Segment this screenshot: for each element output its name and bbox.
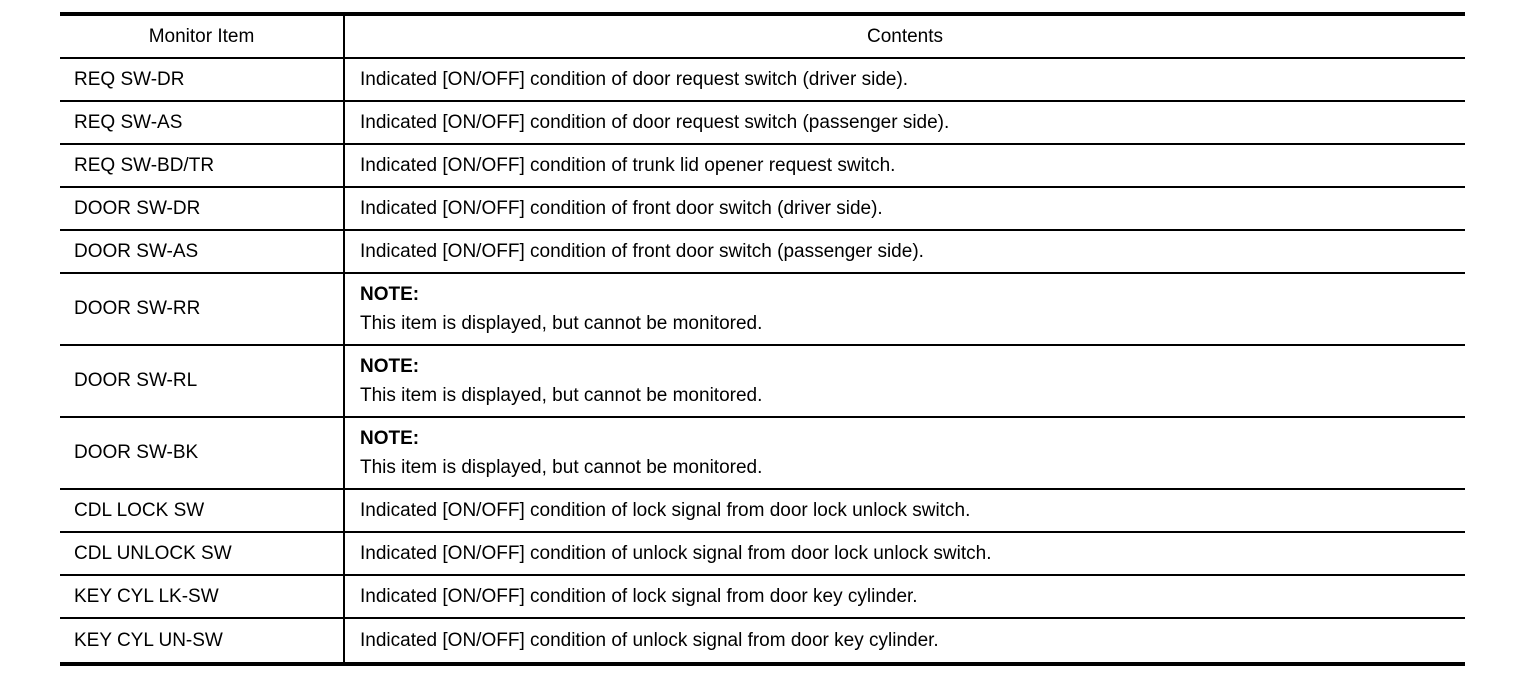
contents-cell: Indicated [ON/OFF] condition of front do… [345, 231, 1465, 272]
contents-text: Indicated [ON/OFF] condition of door req… [360, 68, 909, 90]
monitor-item-label: REQ SW-BD/TR [74, 154, 215, 176]
contents-text: Indicated [ON/OFF] condition of door req… [360, 111, 950, 133]
contents-text: Indicated [ON/OFF] condition of unlock s… [360, 542, 992, 564]
monitor-item-label: REQ SW-AS [74, 111, 183, 133]
contents-cell: Indicated [ON/OFF] condition of unlock s… [345, 619, 1465, 662]
table-row: DOOR SW-RR NOTE: This item is displayed,… [60, 274, 1465, 346]
contents-text: Indicated [ON/OFF] condition of front do… [360, 197, 883, 219]
note-text: This item is displayed, but cannot be mo… [360, 457, 763, 478]
monitor-item-label: DOOR SW-AS [74, 240, 199, 262]
contents-cell: NOTE: This item is displayed, but cannot… [345, 274, 1465, 344]
note-text: This item is displayed, but cannot be mo… [360, 385, 763, 406]
table-header-row: Monitor Item Contents [60, 16, 1465, 59]
table-row: DOOR SW-DR Indicated [ON/OFF] condition … [60, 188, 1465, 231]
monitor-item-cell: DOOR SW-AS [60, 231, 345, 272]
contents-cell: NOTE: This item is displayed, but cannot… [345, 418, 1465, 488]
contents-text: Indicated [ON/OFF] condition of front do… [360, 240, 924, 262]
contents-text: Indicated [ON/OFF] condition of trunk li… [360, 154, 896, 176]
note-label: NOTE: [360, 356, 420, 377]
table-row: DOOR SW-AS Indicated [ON/OFF] condition … [60, 231, 1465, 274]
monitor-item-cell: KEY CYL UN-SW [60, 619, 345, 662]
monitor-item-cell: DOOR SW-BK [60, 418, 345, 488]
table-row: REQ SW-AS Indicated [ON/OFF] condition o… [60, 102, 1465, 145]
contents-cell: Indicated [ON/OFF] condition of lock sig… [345, 576, 1465, 617]
contents-text: Indicated [ON/OFF] condition of lock sig… [360, 585, 918, 607]
note-text: This item is displayed, but cannot be mo… [360, 313, 763, 334]
monitor-item-cell: REQ SW-AS [60, 102, 345, 143]
table-row: DOOR SW-BK NOTE: This item is displayed,… [60, 418, 1465, 490]
note-label: NOTE: [360, 284, 420, 305]
monitor-item-label: KEY CYL UN-SW [74, 629, 223, 651]
table-row: KEY CYL UN-SW Indicated [ON/OFF] conditi… [60, 619, 1465, 662]
monitor-item-cell: DOOR SW-RL [60, 346, 345, 416]
monitor-item-label: KEY CYL LK-SW [74, 585, 219, 607]
note-label: NOTE: [360, 428, 420, 449]
contents-cell: NOTE: This item is displayed, but cannot… [345, 346, 1465, 416]
monitor-item-label: DOOR SW-RR [74, 298, 201, 319]
monitor-item-cell: REQ SW-DR [60, 59, 345, 100]
contents-cell: Indicated [ON/OFF] condition of trunk li… [345, 145, 1465, 186]
contents-cell: Indicated [ON/OFF] condition of door req… [345, 102, 1465, 143]
monitor-item-cell: DOOR SW-RR [60, 274, 345, 344]
header-cell-monitor-item: Monitor Item [60, 16, 345, 57]
monitor-item-label: CDL LOCK SW [74, 499, 205, 521]
contents-cell: Indicated [ON/OFF] condition of front do… [345, 188, 1465, 229]
table-row: CDL LOCK SW Indicated [ON/OFF] condition… [60, 490, 1465, 533]
monitor-item-label: CDL UNLOCK SW [74, 542, 232, 564]
table-row: REQ SW-BD/TR Indicated [ON/OFF] conditio… [60, 145, 1465, 188]
monitor-item-cell: DOOR SW-DR [60, 188, 345, 229]
monitor-item-cell: CDL UNLOCK SW [60, 533, 345, 574]
contents-cell: Indicated [ON/OFF] condition of door req… [345, 59, 1465, 100]
monitor-item-label: DOOR SW-RL [74, 370, 198, 391]
contents-text: Indicated [ON/OFF] condition of lock sig… [360, 499, 971, 521]
contents-text: Indicated [ON/OFF] condition of unlock s… [360, 629, 939, 651]
table-row: REQ SW-DR Indicated [ON/OFF] condition o… [60, 59, 1465, 102]
monitor-item-label: DOOR SW-DR [74, 197, 201, 219]
monitor-item-label: DOOR SW-BK [74, 442, 199, 463]
table-row: DOOR SW-RL NOTE: This item is displayed,… [60, 346, 1465, 418]
monitor-item-label: REQ SW-DR [74, 68, 185, 90]
monitor-item-table: Monitor Item Contents REQ SW-DR Indicate… [60, 12, 1465, 666]
contents-cell: Indicated [ON/OFF] condition of unlock s… [345, 533, 1465, 574]
monitor-item-header-label: Monitor Item [148, 25, 255, 47]
table-row: CDL UNLOCK SW Indicated [ON/OFF] conditi… [60, 533, 1465, 576]
monitor-item-cell: CDL LOCK SW [60, 490, 345, 531]
contents-cell: Indicated [ON/OFF] condition of lock sig… [345, 490, 1465, 531]
header-cell-contents: Contents [345, 16, 1465, 57]
monitor-item-cell: KEY CYL LK-SW [60, 576, 345, 617]
table-row: KEY CYL LK-SW Indicated [ON/OFF] conditi… [60, 576, 1465, 619]
monitor-item-cell: REQ SW-BD/TR [60, 145, 345, 186]
contents-header-label: Contents [866, 25, 944, 47]
